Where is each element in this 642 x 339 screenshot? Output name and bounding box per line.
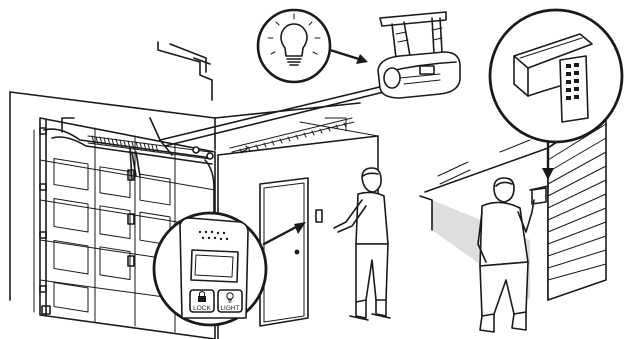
interior-door — [259, 177, 323, 327]
keypad-with-cover — [513, 33, 593, 123]
wall-control-callout: LOCK LIGHT — [152, 211, 306, 327]
keypad-callout — [488, 8, 624, 180]
person-at-keypad — [477, 177, 535, 333]
lightbulb-icon — [267, 13, 321, 66]
light-button[interactable] — [217, 289, 243, 313]
garage-door-opener-unit — [377, 11, 461, 99]
wall-control-panel: LOCK LIGHT — [179, 217, 249, 319]
lock-icon — [198, 291, 206, 302]
lock-label: LOCK — [193, 305, 211, 312]
door-control-push-button[interactable] — [190, 249, 239, 283]
person-at-wall-control — [333, 167, 391, 321]
lightbulb-callout — [256, 8, 368, 84]
door-track-and-spring — [43, 41, 393, 213]
keypad-cover[interactable] — [513, 33, 593, 69]
wall-control-button[interactable] — [315, 209, 323, 223]
wireless-keypad[interactable] — [531, 187, 547, 205]
torsion-spring — [91, 135, 159, 153]
light-icon — [226, 292, 234, 303]
keypad-keys[interactable] — [566, 63, 579, 100]
light-label: LIGHT — [220, 305, 239, 312]
